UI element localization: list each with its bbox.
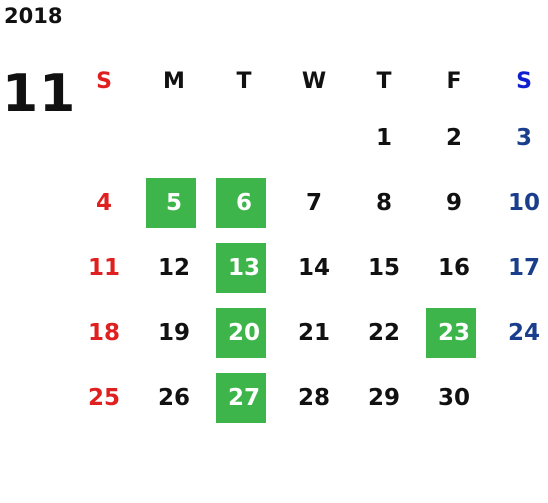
day-number: 24 (507, 319, 540, 346)
day-cell[interactable]: 6 (209, 170, 279, 235)
weekday-sunday: S (96, 69, 112, 94)
day-cell[interactable]: 10 (489, 170, 548, 235)
day-cell[interactable]: 4 (69, 170, 139, 235)
weekday-thursday: T (376, 69, 392, 94)
day-cell[interactable]: 15 (349, 235, 419, 300)
day-cell[interactable]: 12 (139, 235, 209, 300)
day-number: 18 (87, 319, 120, 346)
day-number: 21 (297, 319, 330, 346)
day-cell[interactable]: 7 (279, 170, 349, 235)
weekday-friday: F (446, 69, 462, 94)
day-number: 10 (507, 189, 540, 216)
year-label: 2018 (4, 4, 63, 28)
day-cell[interactable]: 14 (279, 235, 349, 300)
day-number: 6 (235, 189, 252, 216)
day-number: 25 (87, 384, 120, 411)
day-number: 15 (367, 254, 400, 281)
day-cell[interactable]: 18 (69, 300, 139, 365)
day-number: 28 (297, 384, 330, 411)
weekday-monday: M (163, 69, 185, 94)
day-number: 5 (165, 189, 182, 216)
day-number: 11 (87, 254, 120, 281)
day-number: 12 (157, 254, 190, 281)
day-cell[interactable]: 2 (419, 105, 489, 170)
day-cell[interactable]: 5 (139, 170, 209, 235)
day-cell[interactable]: 25 (69, 365, 139, 430)
day-cell[interactable]: 22 (349, 300, 419, 365)
day-cell[interactable]: 13 (209, 235, 279, 300)
day-number: 1 (375, 124, 392, 151)
empty-day-cell (489, 365, 548, 430)
day-number: 26 (157, 384, 190, 411)
day-number: 9 (445, 189, 462, 216)
day-number: 8 (375, 189, 392, 216)
day-number: 13 (227, 254, 260, 281)
day-cell[interactable]: 30 (419, 365, 489, 430)
weekday-saturday: S (516, 69, 532, 94)
day-number: 23 (437, 319, 470, 346)
day-cell[interactable]: 1 (349, 105, 419, 170)
day-number: 29 (367, 384, 400, 411)
month-number: 11 (2, 64, 77, 124)
day-number: 27 (227, 384, 260, 411)
day-number: 4 (95, 189, 112, 216)
day-cell[interactable]: 3 (489, 105, 548, 170)
day-cell[interactable]: 29 (349, 365, 419, 430)
day-cell[interactable]: 19 (139, 300, 209, 365)
day-number: 14 (297, 254, 330, 281)
weekday-wednesday: W (301, 69, 327, 94)
day-cell[interactable]: 17 (489, 235, 548, 300)
empty-day-cell (69, 105, 139, 170)
day-cell[interactable]: 27 (209, 365, 279, 430)
day-cell[interactable]: 16 (419, 235, 489, 300)
day-cell[interactable]: 9 (419, 170, 489, 235)
weekday-tuesday: T (236, 69, 252, 94)
day-cell[interactable]: 23 (419, 300, 489, 365)
day-number: 17 (507, 254, 540, 281)
day-cell[interactable]: 26 (139, 365, 209, 430)
day-number: 30 (437, 384, 470, 411)
day-number: 19 (157, 319, 190, 346)
empty-day-cell (139, 105, 209, 170)
day-number: 3 (515, 124, 532, 151)
day-cell[interactable]: 11 (69, 235, 139, 300)
day-cell[interactable]: 21 (279, 300, 349, 365)
empty-day-cell (209, 105, 279, 170)
day-number: 2 (445, 124, 462, 151)
day-cell[interactable]: 20 (209, 300, 279, 365)
day-cell[interactable]: 24 (489, 300, 548, 365)
day-number: 16 (437, 254, 470, 281)
empty-day-cell (279, 105, 349, 170)
day-number: 7 (305, 189, 322, 216)
day-cell[interactable]: 8 (349, 170, 419, 235)
day-number: 22 (367, 319, 400, 346)
day-number: 20 (227, 319, 260, 346)
day-cell[interactable]: 28 (279, 365, 349, 430)
